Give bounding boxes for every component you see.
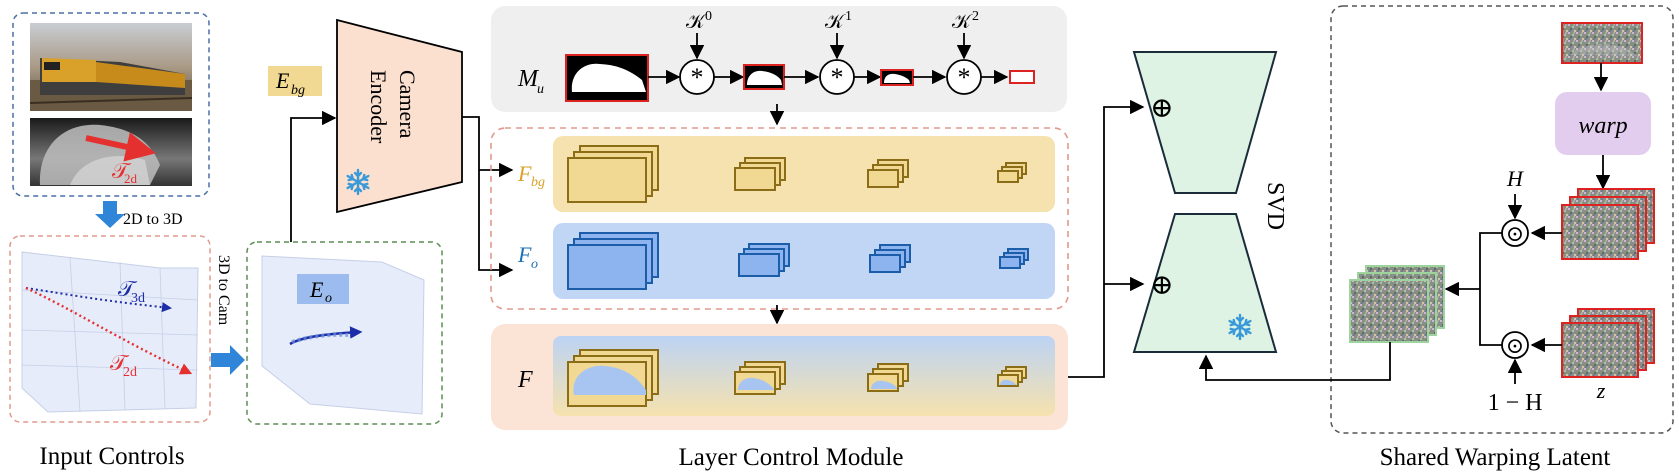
traj-2d-sub-3d: 2d [123, 365, 137, 380]
traj-2d-label: 𝒯 [112, 158, 132, 183]
h-label: H [1506, 166, 1524, 191]
f-o-label: F [517, 242, 532, 267]
svd-add-op-2: ⊕ [1150, 270, 1173, 301]
conv-op-2-symbol: * [958, 63, 971, 92]
f-bg-label: F [517, 161, 532, 186]
image-group-frame [12, 12, 210, 197]
depth-image: 𝒯 2d [30, 118, 192, 186]
f-o-row-bg [553, 223, 1055, 299]
to-cam-label: 3D to Cam [215, 255, 232, 326]
f-o-sub: o [531, 257, 538, 272]
f-stack-2 [734, 361, 786, 395]
mask-half [743, 64, 785, 90]
one-minus-h-label: 1 − H [1488, 390, 1543, 416]
camera-encoder: E bg Camera Encoder [268, 18, 463, 214]
traj-2d-sub: 2d [124, 171, 138, 186]
encoder-line2: Encoder [366, 70, 391, 144]
input-controls-panel: 𝒯 2d 2D to 3D 𝒯 3d 𝒯 2d [9, 12, 443, 470]
caption-input-controls: Input Controls [39, 443, 184, 470]
caption-shared-warping-latent: Shared Warping Latent [1380, 444, 1611, 471]
lift-label: 2D to 3D [123, 211, 183, 228]
k0-sup: 0 [705, 9, 712, 24]
to-cam-arrow [211, 345, 245, 375]
svd-add-op-1: ⊕ [1150, 93, 1173, 124]
e-bg-sub: bg [291, 83, 305, 98]
e-o-badge [297, 274, 349, 304]
svd-unet: ⊕ ⊕ SVD [1132, 51, 1288, 353]
f-stack-1 [567, 349, 659, 407]
k0-label: 𝒦 [686, 11, 707, 33]
f-bg-stack-4 [997, 162, 1027, 183]
traj-3d-label: 𝒯 [118, 276, 138, 301]
f-label: F [517, 367, 533, 393]
m-u-label: M [517, 66, 540, 92]
e-bg-badge [268, 66, 322, 96]
combined-latent-stack [1349, 265, 1445, 343]
shared-warping-latent-panel: warp ⊙ H z ⊙ 1 − H [1198, 5, 1674, 471]
caption-layer-control-module: Layer Control Module [679, 444, 904, 471]
mask-eighth [1009, 70, 1035, 84]
traj-3d-sub: 3d [131, 291, 145, 306]
f-bg-row-bg [553, 136, 1055, 212]
trajectory-3d-frame [9, 235, 211, 423]
k1-label: 𝒦 [825, 11, 846, 33]
k2-label: 𝒦 [952, 11, 973, 33]
latent-to-svd-arrow [1198, 342, 1391, 381]
f-stack-4 [997, 366, 1027, 387]
encoder-to-fo-arrow [462, 116, 514, 278]
encoder-trapezoid [336, 18, 463, 214]
mask-full [565, 54, 649, 102]
mask-quarter [880, 69, 914, 86]
f-bg-stack-1 [567, 145, 659, 203]
f-bg-stack-2 [734, 157, 786, 191]
f-o-row: F o [517, 223, 1055, 299]
cam-to-encoder-arrow [290, 110, 337, 242]
warped-noise-stack [1561, 188, 1655, 260]
warping-frame [1330, 5, 1674, 434]
f-o-stack-2 [738, 243, 790, 277]
svd-label: SVD [1262, 182, 1288, 230]
f-bg-stack-3 [867, 159, 909, 188]
warp-label: warp [1578, 113, 1627, 139]
random-noise-stack [1561, 308, 1655, 378]
e-o-sub: o [325, 291, 332, 306]
e-o-label: E [309, 277, 324, 302]
svd-encoder [1132, 51, 1278, 194]
train-image [29, 23, 193, 111]
trajectory-3d-plot: 𝒯 3d 𝒯 2d [21, 251, 199, 413]
mult-op-1-minus-h-symbol: ⊙ [1506, 333, 1524, 358]
warp-box [1555, 92, 1651, 155]
e-bg-label: E [275, 68, 290, 93]
f-bg-sub: bg [531, 175, 545, 190]
k2-sup: 2 [972, 9, 979, 24]
f-o-stack-1 [567, 232, 659, 290]
f-fused-row: F [491, 324, 1068, 430]
z-label: z [1596, 378, 1606, 403]
f-o-stack-4 [999, 248, 1029, 269]
f-fused-row-bg [553, 336, 1055, 416]
mult-op-h-symbol: ⊙ [1506, 221, 1524, 246]
f-o-stack-3 [869, 244, 911, 273]
f-stack-3 [867, 363, 909, 392]
m-u-sub: u [537, 82, 544, 97]
camera-space-frame [246, 241, 443, 425]
conv-op-1-symbol: * [831, 63, 844, 92]
trajectory-2d-arrow [85, 132, 156, 162]
f-to-svd-encoder-arrow [1068, 99, 1145, 378]
lift-arrow [95, 201, 125, 228]
f-bg-row: F bg [517, 136, 1055, 212]
noise-frame-source [1561, 22, 1643, 64]
conv-op-0-symbol: * [691, 63, 704, 92]
mask-downsample-panel: M u * 𝒦 0 * 𝒦 1 * 𝒦 [491, 6, 1067, 112]
traj-2d-label-3d: 𝒯 [110, 350, 130, 375]
k1-sup: 1 [845, 9, 852, 24]
encoder-line1: Camera [395, 70, 420, 139]
